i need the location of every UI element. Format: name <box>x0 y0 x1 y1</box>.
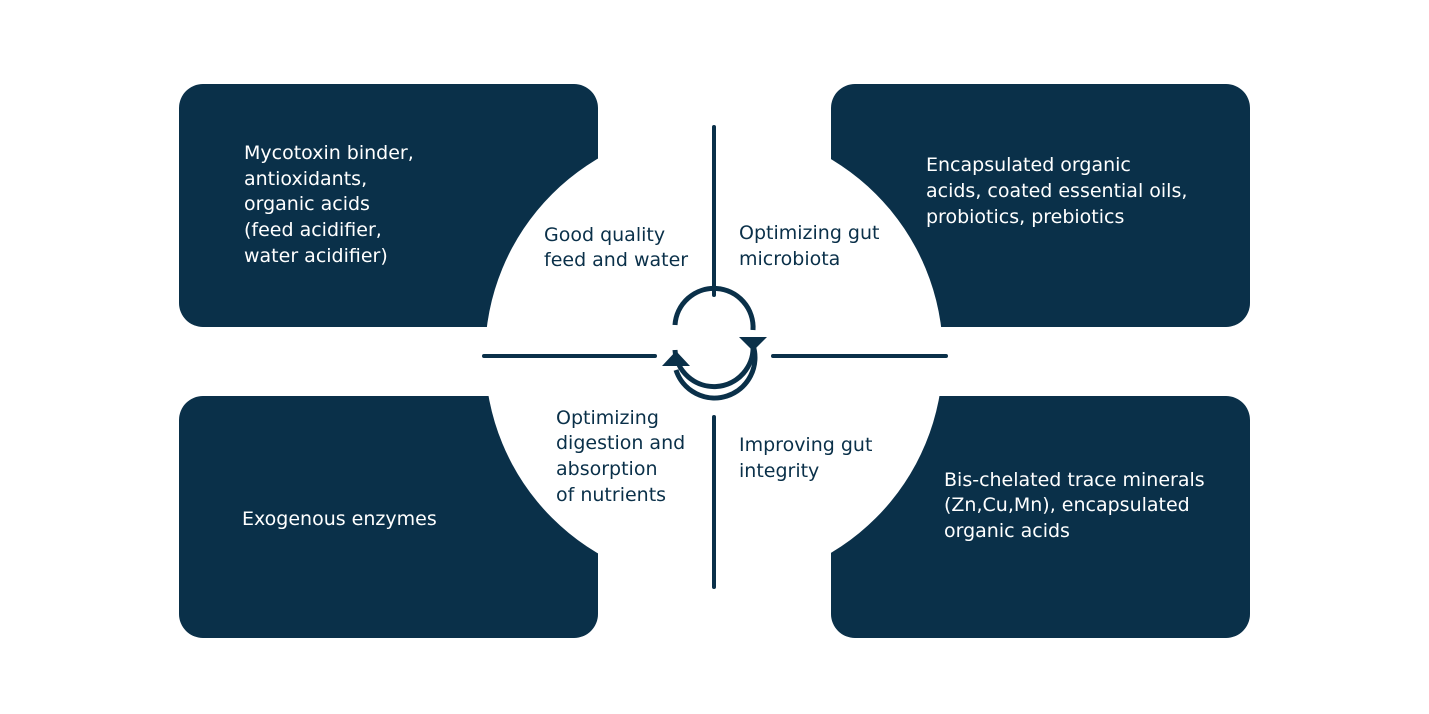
box-bottom-left-text: Exogenous enzymes <box>242 508 437 530</box>
center-circle <box>485 127 943 585</box>
quadrant-top-left-label: Good quality feed and water <box>544 224 688 271</box>
quadrant-dividers <box>482 125 948 589</box>
box-bottom-right-text: Bis-chelated trace minerals (Zn,Cu,Mn), … <box>944 469 1211 542</box>
box-bottom-right <box>831 396 1250 638</box>
box-top-right-text: Encapsulated organic acids, coated essen… <box>926 154 1193 228</box>
quadrant-top-right-label: Optimizing gut microbiota <box>739 222 886 270</box>
box-top-right <box>831 84 1250 327</box>
quadrant-bottom-left-label: Optimizing digestion and absorption of n… <box>556 407 691 506</box>
quadrant-bottom-right-label: Improving gut integrity <box>739 434 878 482</box>
box-top-left <box>179 84 598 327</box>
box-top-left-text: Mycotoxin binder, antioxidants, organic … <box>244 142 420 267</box>
cycle-arrows-icon <box>662 286 767 401</box>
box-bottom-left <box>179 396 598 638</box>
